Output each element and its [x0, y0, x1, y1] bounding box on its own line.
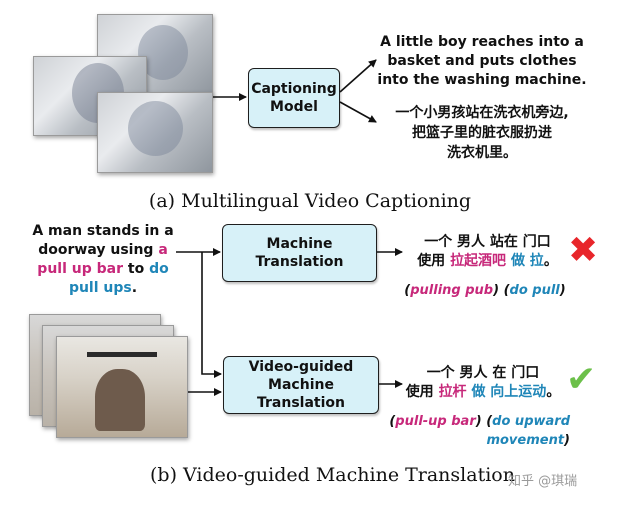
gloss-paren: ) (	[493, 283, 510, 298]
gloss-paren: (	[404, 283, 411, 298]
arrow-captioning-to-english	[339, 59, 377, 93]
mt-text: 使用	[417, 253, 451, 269]
caption-b: (b) Video-guided Machine Translation	[150, 464, 515, 486]
vmt-box-label-2: Machine Translation	[257, 377, 345, 411]
watermark: 知乎 @琪瑞	[508, 474, 578, 489]
mt-output-line-2: 使用 拉起酒吧 做 拉。	[405, 252, 570, 271]
video-frame-a-3	[97, 92, 213, 173]
vmt-gloss-line-2: movement)	[380, 431, 570, 450]
mt-gloss: (pulling pub) (do pull)	[390, 283, 580, 298]
wrong-cross-icon: ✖	[568, 230, 599, 271]
source-sentence: A man stands in a doorway using a pull u…	[28, 222, 178, 298]
source-text: doorway using	[38, 242, 159, 258]
vmt-gloss-action: do upward	[492, 414, 570, 429]
caption-english-line: A little boy reaches into a	[380, 34, 584, 50]
caption-chinese-line: 一个小男孩站在洗衣机旁边,	[395, 105, 569, 121]
mt-gloss-action: do pull	[509, 283, 560, 298]
vmt-gloss-line-1: (pull-up bar) (do upward	[380, 412, 570, 431]
arrow-source-to-vmt	[201, 252, 222, 378]
caption-english-line: into the washing machine.	[377, 72, 587, 88]
source-highlight-bar: pull up bar	[37, 261, 123, 277]
source-text: to	[123, 261, 150, 277]
source-line-3: pull up bar to do	[28, 260, 178, 279]
source-line-1: A man stands in a	[32, 223, 174, 239]
mt-box-label: Machine Translation	[255, 236, 344, 270]
source-highlight-action: pull ups	[68, 280, 132, 296]
caption-chinese: 一个小男孩站在洗衣机旁边, 把篮子里的脏衣服扔进 洗衣机里。	[372, 103, 592, 163]
gloss-paren: (	[389, 414, 396, 429]
source-line-2: doorway using a	[28, 241, 178, 260]
mt-text: 。	[543, 253, 558, 269]
vmt-output-line-2: 使用 拉杆 做 向上运动。	[398, 383, 568, 402]
mt-highlight-bar: 拉起酒吧	[450, 253, 507, 269]
vmt-text: 使用	[405, 384, 439, 400]
vmt-gloss-bar: pull-up bar	[395, 414, 476, 429]
vmt-gloss-action: movement	[486, 433, 565, 448]
arrow-captioning-to-chinese	[339, 101, 377, 123]
machine-translation-box: Machine Translation	[222, 224, 377, 282]
vmt-highlight-action: 做 向上运动	[471, 384, 547, 400]
source-line-4: pull ups.	[28, 279, 178, 298]
caption-chinese-line: 洗衣机里。	[447, 145, 517, 161]
caption-a: (a) Multilingual Video Captioning	[148, 190, 472, 212]
source-text: .	[131, 280, 138, 296]
captioning-model-label-1: Captioning	[251, 81, 337, 97]
vmt-gloss: (pull-up bar) (do upward movement)	[380, 412, 570, 450]
gloss-paren: )	[559, 283, 566, 298]
gloss-paren: )	[564, 433, 570, 448]
vmt-box-label-1: Video-guided	[248, 359, 354, 375]
vmt-output: 一个 男人 在 门口 使用 拉杆 做 向上运动。	[398, 364, 568, 402]
mt-gloss-bar: pulling pub	[410, 283, 494, 298]
caption-chinese-line: 把篮子里的脏衣服扔进	[412, 125, 552, 141]
correct-check-icon: ✔	[566, 359, 597, 400]
video-guided-mt-box: Video-guided Machine Translation	[223, 356, 379, 414]
gloss-paren: ) (	[475, 414, 493, 429]
caption-english-line: basket and puts clothes	[387, 53, 577, 69]
mt-highlight-action: 做 拉	[510, 253, 544, 269]
caption-english: A little boy reaches into a basket and p…	[372, 33, 592, 90]
captioning-model-box: Captioning Model	[248, 68, 340, 128]
vmt-output-line-1: 一个 男人 在 门口	[426, 365, 540, 381]
vmt-highlight-bar: 拉杆	[438, 384, 467, 400]
video-frame-b-3	[56, 336, 188, 438]
vmt-text: 。	[546, 384, 561, 400]
captioning-model-label-2: Model	[270, 99, 318, 115]
source-highlight-bar: a	[158, 242, 168, 258]
mt-output-line-1: 一个 男人 站在 门口	[424, 234, 551, 250]
source-highlight-action: do	[149, 261, 169, 277]
mt-output: 一个 男人 站在 门口 使用 拉起酒吧 做 拉。	[405, 233, 570, 271]
